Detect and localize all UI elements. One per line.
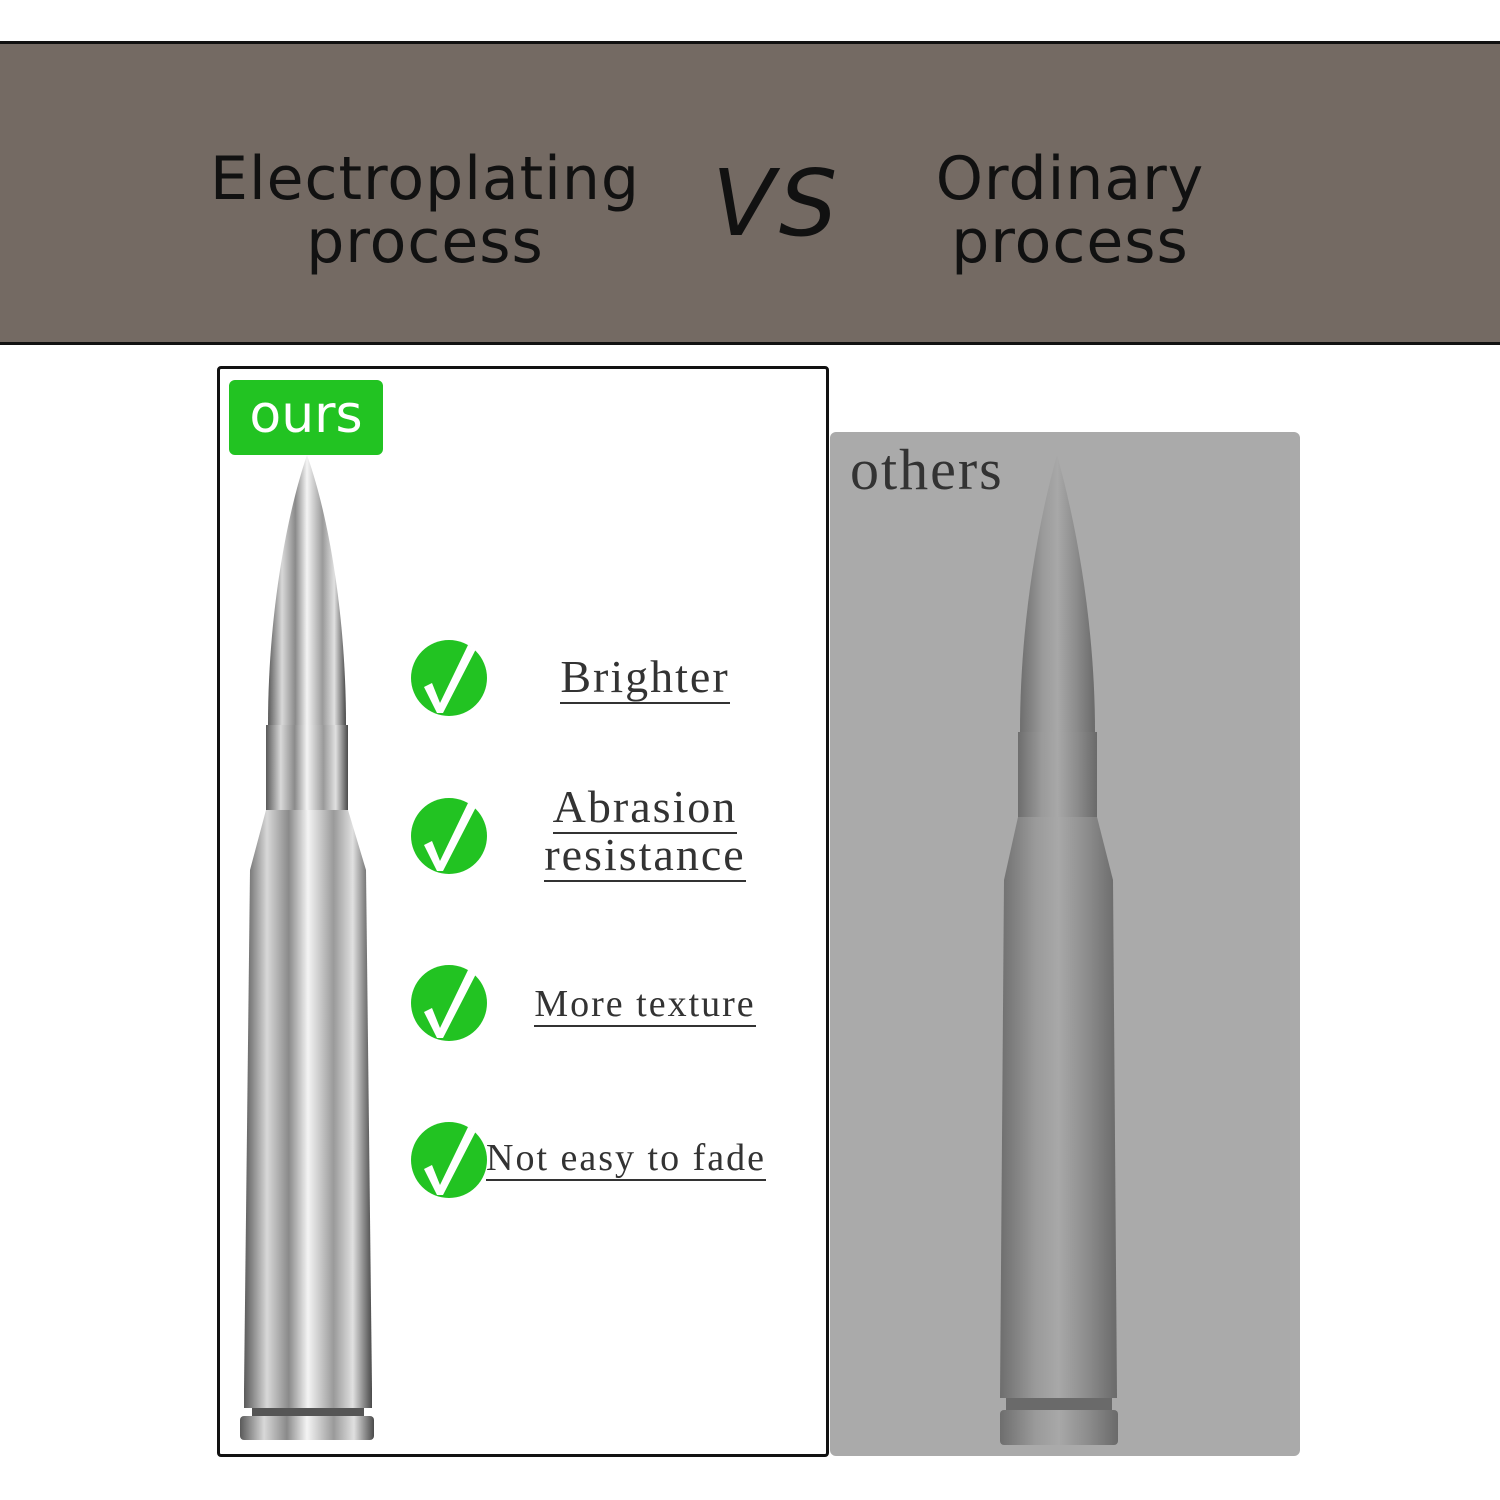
header-left-line2: process [306, 207, 544, 277]
check-icon [411, 965, 487, 1041]
header-left-line1: Electroplating [210, 144, 640, 214]
check-icon [411, 640, 487, 716]
header-right-line1: Ordinary [935, 144, 1205, 214]
ours-bullet-image [240, 455, 374, 1440]
header-right-line2: process [951, 207, 1189, 277]
feature-abrasion-resistance: Abrasion resistance [544, 781, 746, 882]
others-bullet-image [1000, 455, 1118, 1445]
header-right: Ordinary process [880, 148, 1260, 274]
feature-more-texture: More texture [534, 983, 756, 1027]
header-band [0, 41, 1500, 345]
feature-not-easy-to-fade: Not easy to fade [486, 1137, 766, 1181]
ours-badge: ours [229, 380, 383, 455]
others-label: others [850, 437, 1004, 502]
feature-brighter: Brighter [560, 651, 730, 704]
header-left: Electroplating process [200, 148, 650, 274]
vs-label: VS [712, 150, 842, 257]
check-icon [411, 1122, 487, 1198]
check-icon [411, 798, 487, 874]
